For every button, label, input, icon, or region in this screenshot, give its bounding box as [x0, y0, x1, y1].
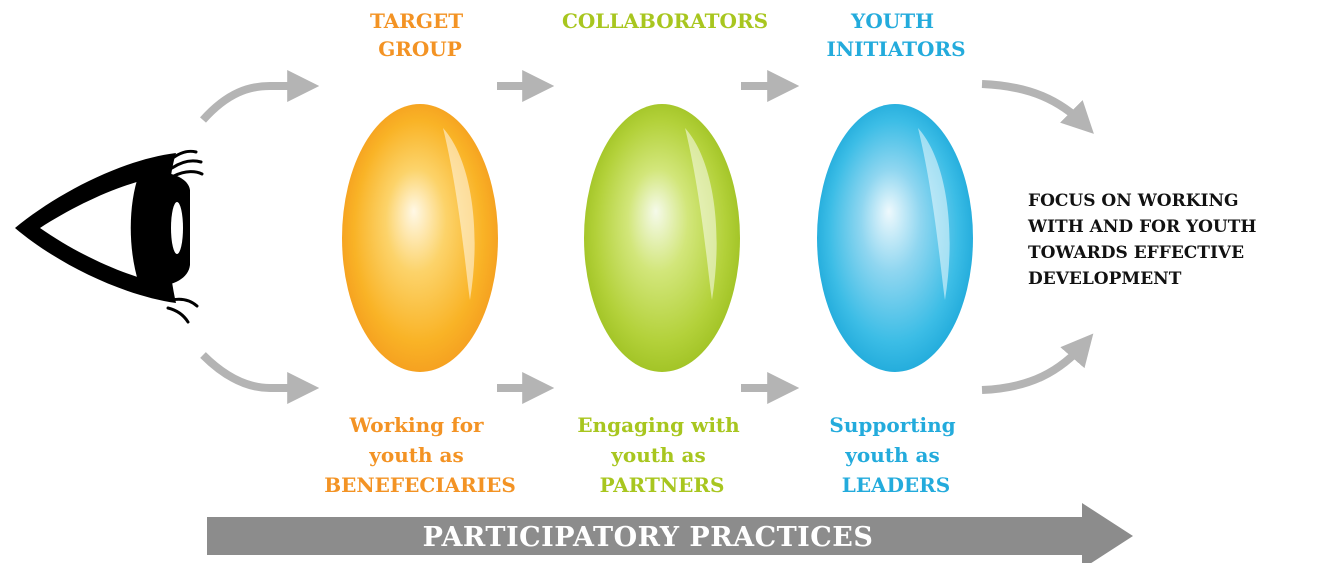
oval-highlight: [443, 128, 475, 300]
stage-caption-collaborators: Engaging with youth as PARTNERS: [577, 413, 746, 497]
stage-caption-target-group: Working for youth as BENEFECIARIES: [324, 413, 516, 497]
stage-collaborators: COLLABORATORS Engaging with youth as PAR…: [562, 9, 768, 497]
top-arrow-from-eye: [200, 70, 320, 123]
stage-title-collaborators: COLLABORATORS: [562, 9, 768, 33]
eye-icon: [15, 149, 204, 324]
focus-statement: FOCUS ON WORKING WITH AND FOR YOUTH TOWA…: [1027, 191, 1262, 289]
bottom-arrow-to-focus: [981, 333, 1094, 394]
stage-title-youth-initiators: YOUTH INITIATORS: [826, 9, 965, 61]
stage-caption-youth-initiators: Supporting youth as LEADERS: [829, 413, 962, 497]
stage-youth-initiators: YOUTH INITIATORS Supporting youth as LEA…: [817, 9, 973, 497]
stage-title-target-group: TARGET GROUP: [370, 9, 470, 61]
stage-target-group: TARGET GROUP Working for youth as BENEFE…: [324, 9, 516, 497]
participatory-practices-banner: PARTICIPATORY PRACTICES: [207, 503, 1133, 563]
banner-arrow-shape: [207, 503, 1133, 563]
oval-highlight: [918, 128, 950, 300]
top-arrow-to-focus: [981, 80, 1094, 134]
banner-label: PARTICIPATORY PRACTICES: [423, 522, 874, 553]
oval-highlight: [685, 128, 717, 300]
bottom-arrow-from-eye: [200, 352, 320, 404]
